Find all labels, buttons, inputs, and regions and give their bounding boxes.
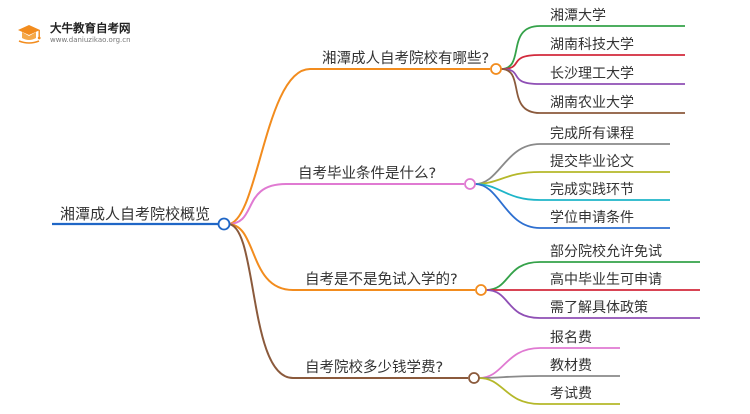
leaf-link: [478, 377, 541, 405]
logo-url: www.daniuzikao.org.cn: [50, 36, 131, 44]
leaf-topic: 学位申请条件: [550, 210, 634, 226]
leaf-topic: 完成实践环节: [550, 182, 634, 198]
leaf-link: [500, 54, 541, 70]
branch-topic-tuition: 自考院校多少钱学费?: [305, 360, 444, 376]
leaf-topic: 提交毕业论文: [550, 154, 634, 170]
leaf-topic: 湖南农业大学: [550, 95, 634, 111]
leaf-link: [485, 261, 541, 291]
branch-link: [227, 223, 294, 291]
branch-node: [464, 178, 476, 190]
branch-link: [227, 223, 294, 379]
branch-node: [468, 372, 480, 384]
logo-title: 大牛教育自考网: [50, 21, 131, 35]
leaf-topic: 报名费: [550, 330, 592, 346]
leaf-topic: 长沙理工大学: [550, 66, 634, 82]
graduation-book-icon: [18, 25, 41, 44]
leaf-link: [500, 68, 541, 85]
leaf-topic: 教材费: [550, 358, 592, 374]
branch-link: [227, 183, 287, 225]
leaf-link: [485, 289, 541, 319]
root-node: [217, 217, 231, 231]
root-topic: 湘潭成人自考院校概览: [60, 205, 211, 223]
leaf-topic: 考试费: [550, 386, 592, 402]
site-logo: 大牛教育自考网 www.daniuzikao.org.cn: [14, 18, 164, 50]
leaf-topic: 部分院校允许免试: [550, 244, 662, 260]
branch-topic-graduation: 自考毕业条件是什么?: [298, 166, 437, 182]
leaf-link: [474, 143, 541, 185]
branch-link: [227, 68, 311, 225]
branch-node: [490, 63, 502, 75]
branch-topic-institutions: 湘潭成人自考院校有哪些?: [322, 51, 490, 67]
leaf-link: [500, 25, 541, 70]
leaf-topic: 需了解具体政策: [550, 300, 648, 316]
branch-topic-exam-free: 自考是不是免试入学的?: [305, 272, 458, 288]
leaf-link: [474, 183, 541, 229]
leaf-link: [500, 68, 541, 114]
leaf-topic: 湘潭大学: [550, 8, 606, 24]
leaf-topic: 高中毕业生可申请: [550, 272, 662, 288]
leaf-topic: 湖南科技大学: [550, 37, 634, 53]
leaf-link: [478, 347, 541, 379]
branch-node: [475, 284, 487, 296]
leaf-topic: 完成所有课程: [550, 126, 634, 142]
